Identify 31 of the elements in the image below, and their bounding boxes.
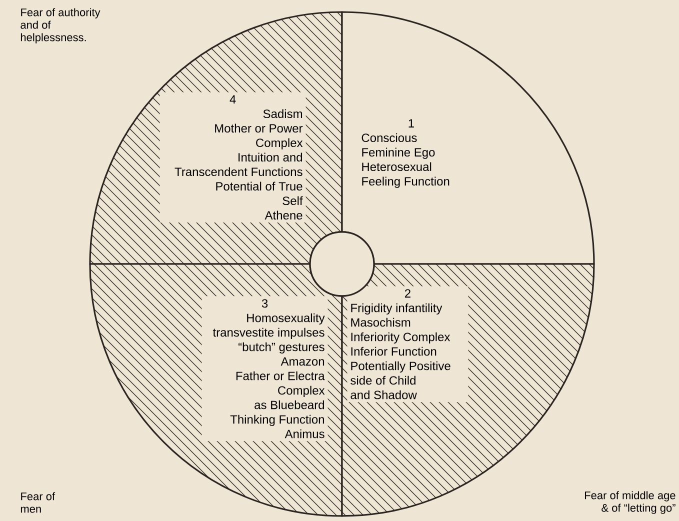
trait-text: Mother or Power Complex: [215, 124, 303, 150]
fear-note: Fear of men: [20, 492, 56, 513]
trait-text: Inferior Function: [351, 346, 436, 356]
fear-note: Fear of middle age & of “letting go”: [585, 491, 676, 514]
trait-text: Athene: [264, 210, 302, 220]
fear-note: Fear of authority and of helplessness.: [20, 8, 100, 44]
sector-number: 1: [408, 119, 414, 128]
sector-number: 2: [404, 289, 410, 298]
trait-text: “butch” gestures: [238, 342, 324, 354]
trait-text: Conscious: [362, 133, 417, 142]
trait-text: transvestite impulses: [212, 328, 324, 340]
sector-number: 3: [262, 299, 268, 308]
trait-text: Feminine Ego: [362, 148, 435, 159]
trait-text: Intuition and Transcendent Functions: [174, 152, 302, 176]
trait-text: Heterosexual: [362, 162, 432, 172]
trait-text: Frigidity infantility: [351, 303, 442, 315]
center-circle: [309, 231, 375, 297]
sector-number: 4: [230, 95, 236, 104]
trait-text: Feeling Function: [362, 176, 450, 188]
trait-text: Inferiority Complex: [351, 332, 450, 344]
trait-text: Masochism: [351, 318, 410, 327]
trait-text: Animus: [284, 429, 324, 438]
trait-text: Sadism: [263, 109, 302, 118]
trait-text: Father or Electra Complex as Bluebeard: [236, 371, 325, 410]
quadrant-sector: [89, 263, 343, 517]
trait-text: Potential of True Self: [216, 182, 303, 206]
trait-text: Amazon: [280, 357, 324, 366]
trait-text: Thinking Function: [230, 414, 324, 426]
trait-text: Potentially Positive side of Child and Shadow: [350, 361, 450, 400]
quadrant-sector: [341, 11, 595, 265]
trait-text: Homosexuality: [247, 313, 325, 325]
